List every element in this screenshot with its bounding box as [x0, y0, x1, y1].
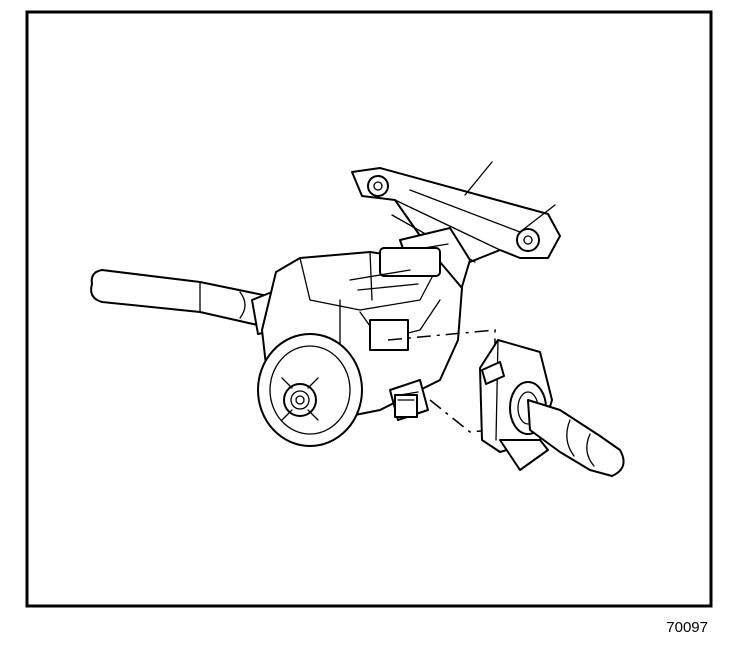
- connector-clips: [394, 394, 418, 418]
- right-multifunction-lever: [479, 339, 625, 477]
- figure-id: 70097: [666, 619, 708, 636]
- left-multifunction-lever: [90, 269, 279, 335]
- clock-spring: [257, 333, 363, 447]
- leader-lines: [464, 161, 556, 233]
- diagram-border: [25, 10, 713, 608]
